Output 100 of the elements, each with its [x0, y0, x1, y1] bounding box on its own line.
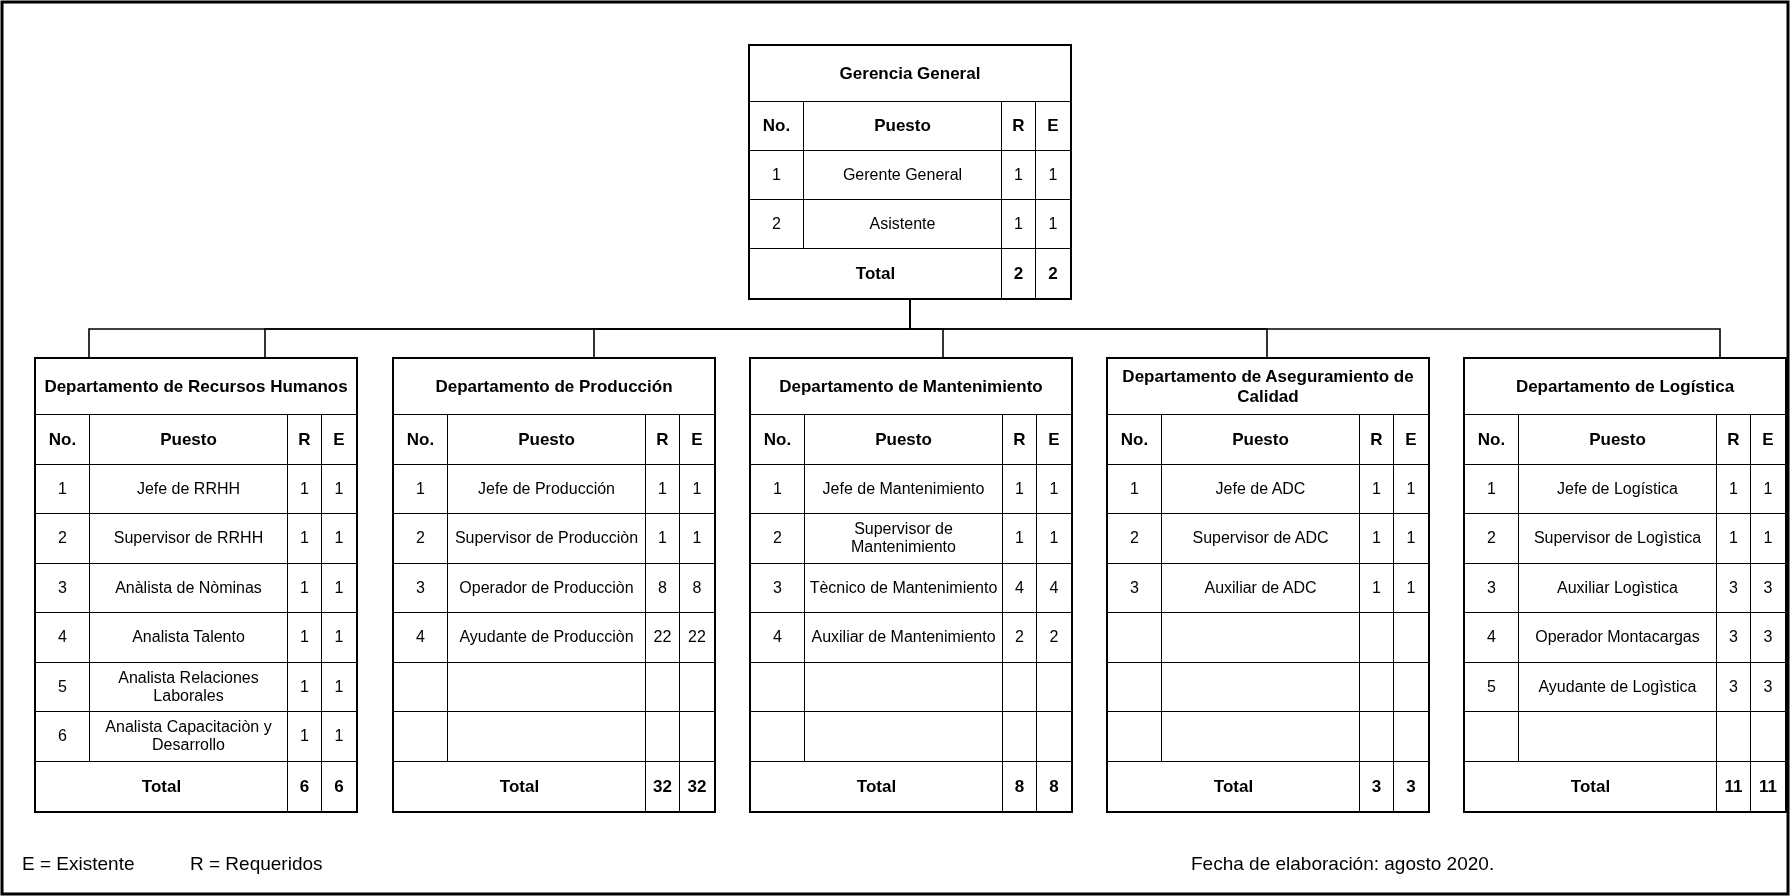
- total-label: Total: [394, 761, 646, 811]
- total-value: 8: [1003, 761, 1037, 811]
- org-table: [748, 44, 1072, 300]
- table-cell: 22: [646, 613, 680, 663]
- table-cell: Supervisor de RRHH: [90, 514, 288, 564]
- table-cell: 2: [1037, 613, 1071, 663]
- column-header: No.: [36, 415, 90, 465]
- table-title: Departamento de Recursos Humanos: [36, 359, 356, 415]
- table-cell: Operador Montacargas: [1519, 613, 1717, 663]
- table-cell: 2: [1003, 613, 1037, 663]
- table-cell: 1: [1465, 464, 1519, 514]
- table-cell: 3: [1717, 563, 1751, 613]
- total-value: 2: [1047, 263, 1059, 285]
- column-header: R: [646, 415, 680, 465]
- table-cell: 1: [322, 613, 356, 663]
- org-table: [749, 357, 1073, 813]
- table-cell: 1: [1037, 514, 1071, 564]
- column-header: R: [1360, 415, 1394, 465]
- table-cell: 1: [1037, 464, 1071, 514]
- table-title: Departamento de Aseguramiento de Calidad: [1108, 359, 1428, 415]
- total-label: Total: [36, 761, 288, 811]
- column-header: No.: [1465, 415, 1519, 465]
- total-value: 3: [1360, 761, 1394, 811]
- column-header: E: [322, 415, 356, 465]
- table-cell: Jefe de Logística: [1519, 464, 1717, 514]
- total-value: 2: [1002, 249, 1036, 298]
- table-cell: 1: [288, 712, 322, 762]
- table-cell: Gerente General: [804, 151, 1002, 200]
- table-cell: 3: [36, 563, 90, 613]
- table-cell: 2: [751, 514, 805, 564]
- table-cell: 2: [1108, 514, 1162, 564]
- table-cell: 1: [1360, 464, 1394, 514]
- table-cell: 2: [1465, 514, 1519, 564]
- column-header: R: [288, 415, 322, 465]
- table-cell: 1: [1360, 514, 1394, 564]
- org-table: [392, 357, 716, 813]
- table-cell: 1: [1717, 464, 1751, 514]
- table-cell: 3: [394, 563, 448, 613]
- table-cell: 1: [36, 464, 90, 514]
- column-header: Puesto: [1162, 415, 1360, 465]
- table-cell: 3: [1717, 662, 1751, 712]
- table-cell: Asistente: [804, 200, 1002, 249]
- table-cell: 22: [680, 613, 714, 663]
- column-header: E: [1394, 415, 1428, 465]
- column-header: Puesto: [804, 102, 1002, 151]
- table-cell: Ayudante de Producciòn: [448, 613, 646, 663]
- column-header: No.: [751, 415, 805, 465]
- table-cell: 1: [1751, 464, 1785, 514]
- table-cell: 3: [1751, 563, 1785, 613]
- table-cell: 2: [394, 514, 448, 564]
- total-value: 3: [1405, 775, 1417, 798]
- table-cell: 1: [751, 464, 805, 514]
- table-cell: 1: [1003, 464, 1037, 514]
- column-header: No.: [394, 415, 448, 465]
- table-cell: Tècnico de Mantenimiento: [805, 563, 1003, 613]
- footnote-text: R = Requeridos: [190, 853, 323, 875]
- column-header: R: [1003, 415, 1037, 465]
- column-header: R: [1002, 102, 1036, 151]
- table-cell: Jefe de ADC: [1162, 464, 1360, 514]
- table-cell: Supervisor de Mantenimiento: [805, 514, 1003, 564]
- table-cell: Auxiliar de ADC: [1162, 563, 1360, 613]
- table-cell: 1: [680, 464, 714, 514]
- org-table: [1106, 357, 1430, 813]
- table-cell: 1: [750, 151, 804, 200]
- table-cell: 1: [322, 712, 356, 762]
- total-value: 11: [1758, 775, 1778, 798]
- table-cell: Jefe de Producción: [448, 464, 646, 514]
- table-cell: Analista Capacitaciòn y Desarrollo: [90, 712, 288, 762]
- table-cell: Anàlista de Nòminas: [90, 563, 288, 613]
- total-value: 6: [288, 761, 322, 811]
- table-cell: 4: [394, 613, 448, 663]
- table-cell: Auxiliar de Mantenimiento: [805, 613, 1003, 663]
- table-cell: 1: [1394, 514, 1428, 564]
- total-label: Total: [750, 249, 1002, 298]
- table-cell: 1: [288, 514, 322, 564]
- table-cell: Supervisor de ADC: [1162, 514, 1360, 564]
- total-label: Total: [1108, 761, 1360, 811]
- table-cell: Jefe de RRHH: [90, 464, 288, 514]
- column-header: E: [680, 415, 714, 465]
- table-cell: 3: [1751, 613, 1785, 663]
- table-cell: Analista Talento: [90, 613, 288, 663]
- table-cell: 1: [288, 563, 322, 613]
- column-header: R: [1717, 415, 1751, 465]
- table-cell: 1: [288, 613, 322, 663]
- table-cell: 1: [1394, 563, 1428, 613]
- table-cell: 5: [36, 662, 90, 712]
- table-title: Gerencia General: [750, 46, 1070, 102]
- table-cell: 1: [1394, 464, 1428, 514]
- column-header: Puesto: [90, 415, 288, 465]
- table-cell: 4: [751, 613, 805, 663]
- footnote-text: Fecha de elaboración: agosto 2020.: [1191, 853, 1495, 875]
- table-cell: 1: [646, 464, 680, 514]
- table-cell: Ayudante de Logìstica: [1519, 662, 1717, 712]
- table-cell: 1: [322, 514, 356, 564]
- total-label: Total: [1465, 761, 1717, 811]
- table-cell: 2: [36, 514, 90, 564]
- table-cell: 1: [1751, 514, 1785, 564]
- table-cell: 1: [646, 514, 680, 564]
- table-cell: 1: [1002, 151, 1036, 200]
- total-value: 32: [686, 775, 708, 798]
